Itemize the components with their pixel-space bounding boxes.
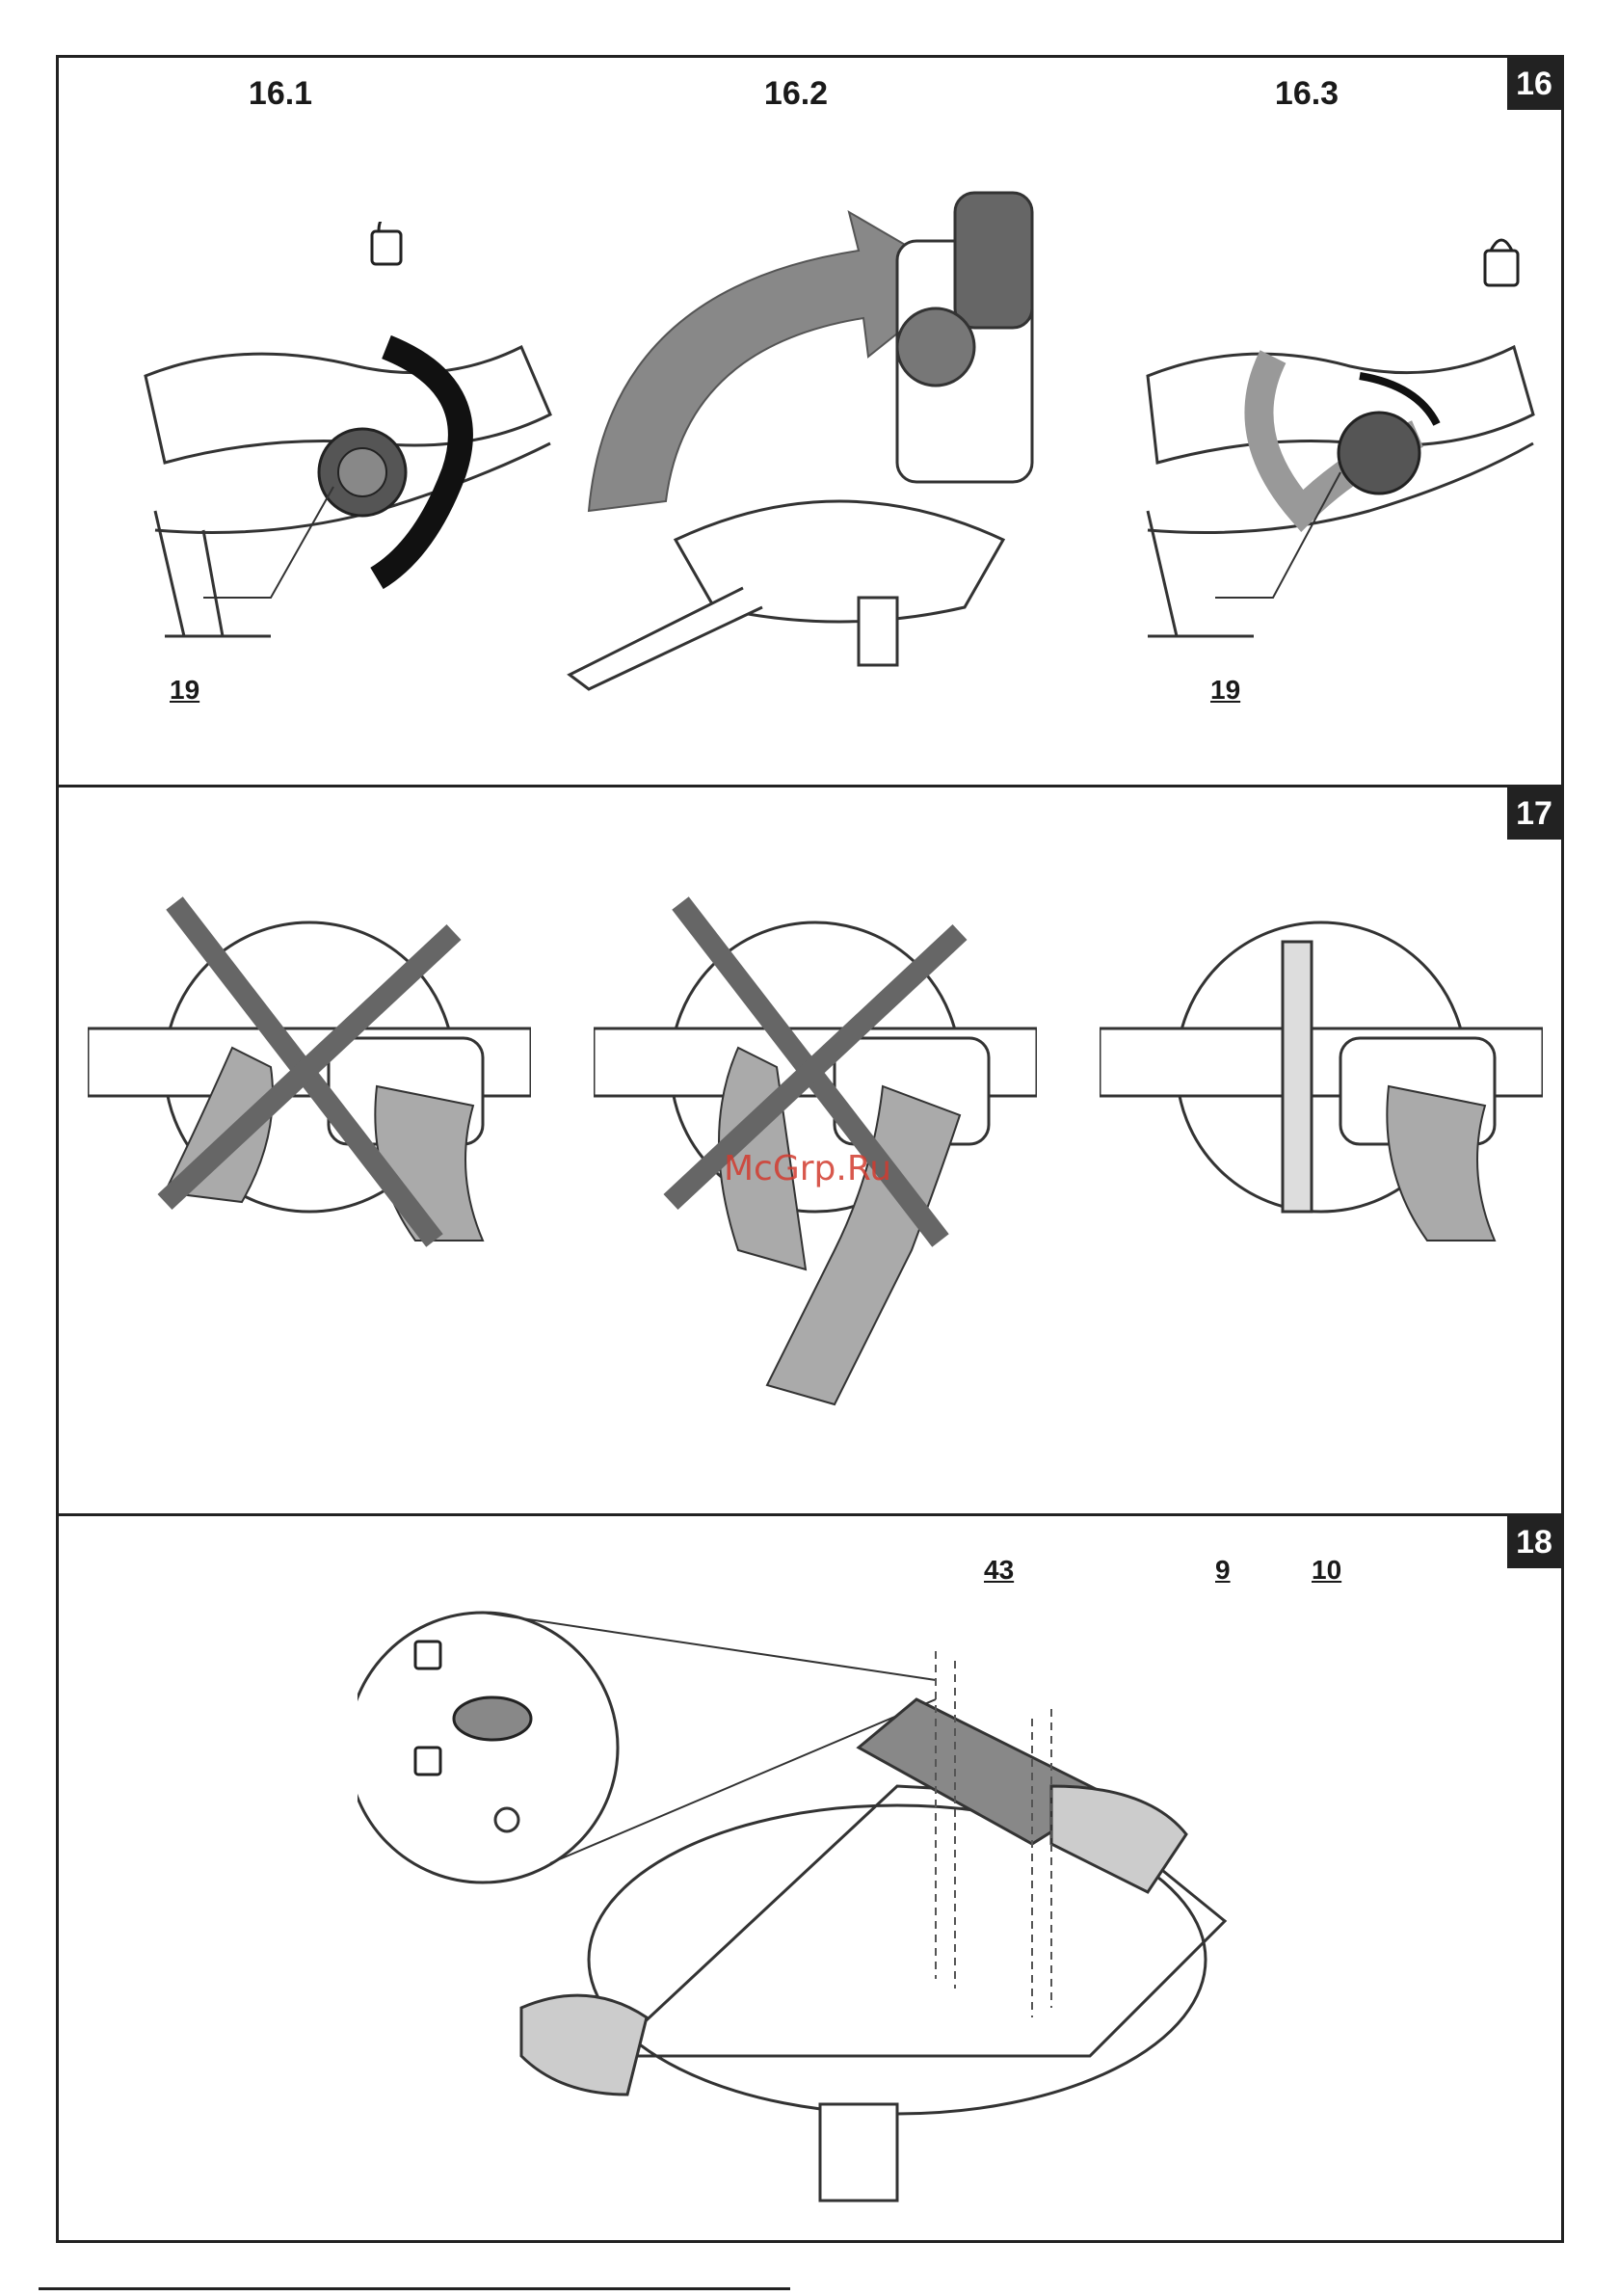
illustration-16-1 (126, 222, 589, 684)
figure-16-panel: 16 16.1 16.2 16.3 19 (59, 58, 1561, 788)
callout-label: 19 (170, 675, 199, 706)
subfigure-label: 16.3 (1230, 75, 1384, 113)
illustration-16-3 (1128, 222, 1552, 684)
figure-18-panel: 18 43 9 10 (59, 1516, 1561, 2243)
illustration-16-2 (550, 174, 1148, 713)
footer-rule (39, 2287, 790, 2290)
rotate-arrow-icon (454, 1697, 531, 1740)
figure-number: 18 (1507, 1516, 1561, 1568)
lock-icon (415, 1748, 440, 1775)
unlock-icon (372, 231, 401, 264)
illustration-17-correct (1100, 884, 1543, 1327)
callout-label: 19 (1210, 675, 1240, 706)
subfigure-label: 16.2 (719, 75, 873, 113)
detail-magnifier (358, 1613, 618, 1882)
hand-icon (1387, 1086, 1495, 1241)
page-frame: 16 16.1 16.2 16.3 19 (56, 55, 1564, 2243)
figure-number: 17 (1507, 788, 1561, 840)
lock-icon (1485, 251, 1518, 285)
figure-17-panel: 17 McGrp.Ru (59, 788, 1561, 1516)
knob-icon (1339, 413, 1419, 494)
watermark: McGrp.Ru (724, 1149, 891, 1188)
illustration-17-wrong-1 (88, 884, 531, 1327)
subfigure-label: 16.1 (203, 75, 358, 113)
illustration-18 (358, 1555, 1321, 2210)
unlock-icon (415, 1642, 440, 1669)
figure-number: 16 (1507, 58, 1561, 110)
